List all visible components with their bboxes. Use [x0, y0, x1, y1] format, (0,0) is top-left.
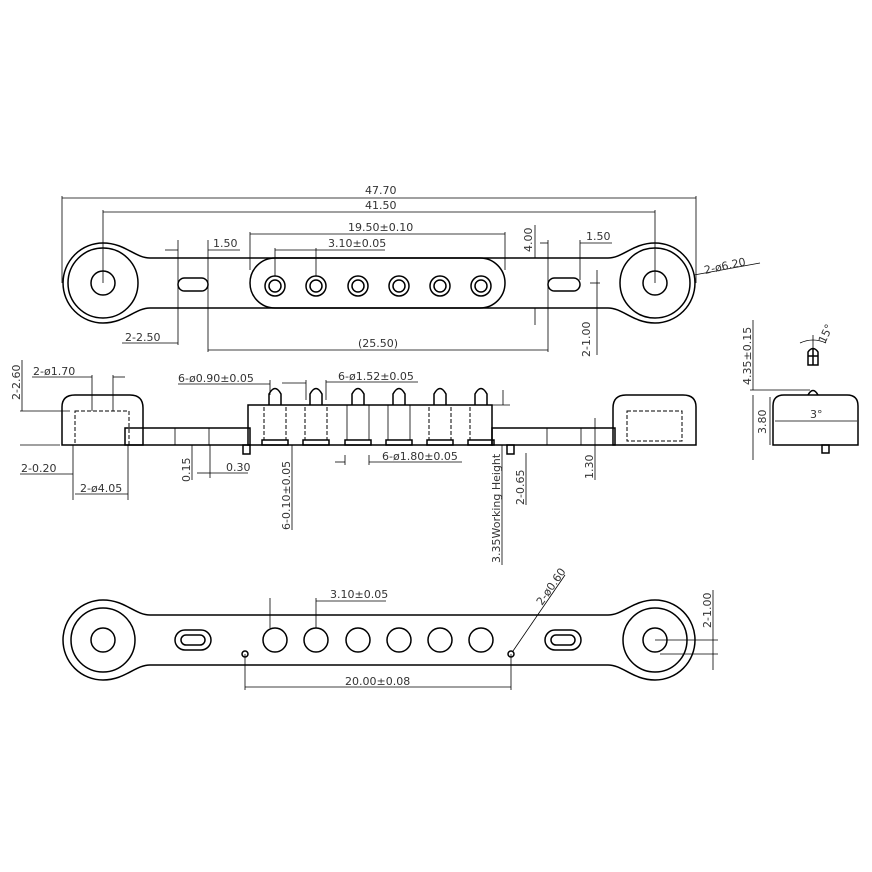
dim-plate-step: 0.15	[180, 458, 193, 483]
left-plate-slot	[174, 427, 210, 446]
pogo-pin	[467, 387, 495, 446]
pogo-pin	[344, 387, 372, 446]
bottom-right-slot	[544, 629, 582, 651]
end-dim-lines	[750, 320, 857, 460]
dim-body-height: 3.80	[756, 410, 769, 435]
dim-hole-spacing: 41.50	[365, 199, 397, 212]
pogo-pin	[426, 387, 454, 446]
end-body	[772, 394, 859, 446]
end-peg	[821, 444, 830, 454]
dim-slot-width-left: 1.50	[213, 237, 238, 250]
pin-tip	[268, 279, 282, 293]
pin-hole	[303, 627, 329, 653]
side-dim-lines	[20, 360, 596, 565]
top-pins	[264, 275, 492, 297]
top-view: 47.70 41.50 19.50±0.10 3.10±0.05 1.50 1.…	[61, 184, 761, 357]
dim-slot-length: 2-2.50	[125, 331, 160, 344]
pin-tip	[474, 279, 488, 293]
pogo-pin	[261, 387, 289, 446]
bottom-right-slot-inner	[550, 634, 576, 646]
pin-hole	[262, 627, 288, 653]
dim-end-diameter: 2-ø6.20	[703, 255, 747, 276]
pin-tip	[351, 279, 365, 293]
side-view: 2-2.60 2-ø1.70 6-ø0.90±0.05 6-ø1.52±0.05…	[10, 360, 697, 565]
right-end-recess	[626, 410, 683, 442]
dim-locator-dia: 2-ø0.60	[534, 566, 569, 608]
dim-body-length: 19.50±0.10	[348, 221, 413, 234]
dim-locator-offset: 2-1.00	[701, 593, 714, 628]
dim-tip-angle: 15°	[816, 322, 836, 345]
pin-hole	[427, 627, 453, 653]
dim-slot-width-right: 1.50	[586, 230, 611, 243]
dim-pin-flange: 6-0.10±0.05	[280, 461, 293, 530]
pin-hole	[386, 627, 412, 653]
top-dim-lines	[61, 196, 761, 355]
pin	[347, 275, 369, 297]
bottom-left-ring	[70, 607, 136, 673]
bottom-outline	[62, 599, 696, 681]
dim-plate-thickness: 1.30	[583, 455, 596, 480]
pin	[264, 275, 286, 297]
dim-top-pitch: 3.10±0.05	[328, 237, 386, 250]
dim-peg-height: 2-0.65	[514, 470, 527, 505]
right-peg	[506, 444, 515, 455]
pin	[470, 275, 492, 297]
dim-bottom-pitch: 3.10±0.05	[330, 588, 388, 601]
dim-slot-spacing: (25.50)	[358, 337, 398, 350]
left-peg	[242, 444, 251, 455]
bottom-left-slot	[174, 629, 212, 651]
right-end-block	[612, 394, 697, 446]
top-outline	[62, 242, 696, 324]
end-pin-tip	[807, 389, 819, 396]
dim-pin-tip-dia: 6-ø0.90±0.05	[178, 372, 254, 385]
dim-flange-dia: 6-ø1.80±0.05	[382, 450, 458, 463]
right-slot	[547, 277, 581, 292]
dim-end-hole-dia: 2-ø1.70	[33, 365, 75, 378]
pin-tip	[309, 279, 323, 293]
pin	[305, 275, 327, 297]
end-view: 4.35±0.15 15° 3.80 3°	[741, 320, 859, 460]
pin-tip-detail	[807, 347, 819, 366]
bottom-view: 3.10±0.05 2-ø0.60 2-1.00 20.00±0.08	[62, 566, 718, 690]
pin-housing-side	[247, 404, 493, 446]
left-end-recess	[74, 410, 130, 446]
bottom-pin-holes	[262, 627, 494, 653]
dim-draft-angle: 3°	[810, 408, 823, 421]
pin	[429, 275, 451, 297]
pin-hole	[345, 627, 371, 653]
right-plate	[491, 427, 616, 446]
dim-end-height: 2-2.60	[10, 365, 23, 400]
pogo-pin	[385, 387, 413, 446]
bottom-dim-lines	[244, 574, 718, 690]
dim-end-gap: 2-0.20	[21, 462, 56, 475]
side-pins	[261, 387, 495, 446]
dim-slot-offset: 2-1.00	[580, 322, 593, 357]
dim-plate-gap: 0.30	[226, 461, 251, 474]
pin-tip	[392, 279, 406, 293]
dim-locator-spacing: 20.00±0.08	[345, 675, 410, 688]
pogo-pin	[302, 387, 330, 446]
left-slot	[177, 277, 209, 292]
pin	[388, 275, 410, 297]
pin-hole	[468, 627, 494, 653]
pin-tip	[433, 279, 447, 293]
dim-working-height: 3.35Working Height	[490, 453, 503, 563]
dim-overall-length: 47.70	[365, 184, 397, 197]
dim-body-width: 4.00	[522, 228, 535, 253]
left-end-block	[61, 394, 144, 446]
bottom-left-slot-inner	[180, 634, 206, 646]
right-plate-slot	[546, 427, 582, 446]
pin-housing	[249, 257, 506, 309]
bottom-left-hole	[90, 627, 116, 653]
dim-pin-dia: 6-ø1.52±0.05	[338, 370, 414, 383]
dim-end-recess-dia: 2-ø4.05	[80, 482, 122, 495]
dim-total-height: 4.35±0.15	[741, 327, 754, 385]
